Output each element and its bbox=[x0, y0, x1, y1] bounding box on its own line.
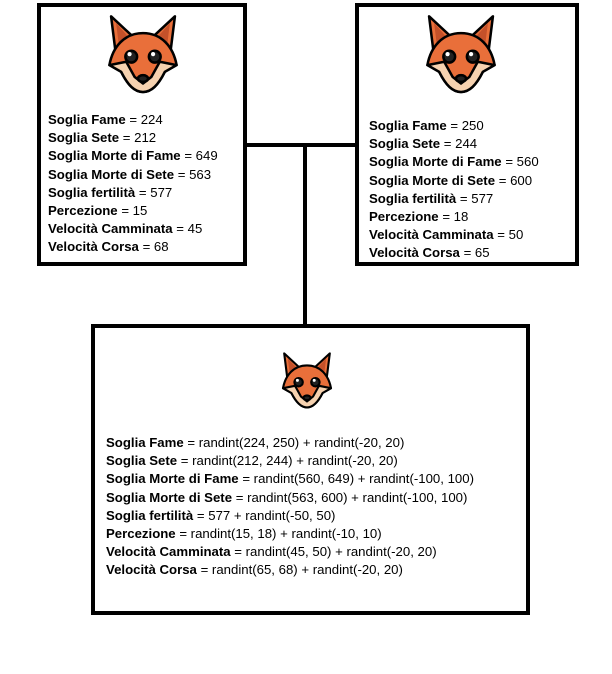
stat-row-percezione: Percezione = 15 bbox=[48, 203, 148, 219]
stat-row-fertilita: Soglia fertilità = 577 + randint(-50, 50… bbox=[106, 507, 336, 523]
connector-horizontal bbox=[247, 143, 355, 147]
stat-row-morte-fame: Soglia Morte di Fame = 649 bbox=[48, 148, 218, 164]
stat-row-morte-sete: Soglia Morte di Sete = randint(563, 600)… bbox=[106, 489, 468, 505]
stat-row-morte-fame: Soglia Morte di Fame = 560 bbox=[369, 154, 539, 170]
stat-row-soglia-sete: Soglia Sete = 212 bbox=[48, 130, 157, 146]
parent-right-card: Soglia Fame = 250 Soglia Sete = 244 Sogl… bbox=[355, 3, 579, 266]
stat-row-soglia-fame: Soglia Fame = 250 bbox=[369, 118, 484, 133]
stats-list: Soglia Fame = 224 Soglia Sete = 212 Sogl… bbox=[48, 111, 218, 257]
stats-list: Soglia Fame = randint(224, 250) + randin… bbox=[106, 434, 474, 580]
stat-row-velocita-corsa: Velocità Corsa = randint(65, 68) + randi… bbox=[106, 562, 403, 578]
stat-row-fertilita: Soglia fertilità = 577 bbox=[48, 184, 173, 200]
stat-row-morte-fame: Soglia Morte di Fame = randint(560, 649)… bbox=[106, 471, 474, 487]
parent-left-card: Soglia Fame = 224 Soglia Sete = 212 Sogl… bbox=[37, 3, 247, 266]
stat-row-percezione: Percezione = 18 bbox=[369, 209, 469, 225]
child-card: Soglia Fame = randint(224, 250) + randin… bbox=[91, 324, 530, 615]
stat-row-velocita-camminata: Velocità Camminata = 50 bbox=[369, 227, 524, 243]
stat-row-soglia-fame: Soglia Fame = 224 bbox=[48, 112, 163, 127]
stat-row-percezione: Percezione = randint(15, 18) + randint(-… bbox=[106, 526, 382, 542]
fox-face-icon bbox=[281, 352, 333, 409]
stat-row-fertilita: Soglia fertilità = 577 bbox=[369, 190, 494, 206]
stat-row-soglia-sete: Soglia Sete = randint(212, 244) + randin… bbox=[106, 453, 398, 469]
stat-row-soglia-sete: Soglia Sete = 244 bbox=[369, 136, 478, 152]
stat-row-morte-sete: Soglia Morte di Sete = 563 bbox=[48, 166, 212, 182]
stats-list: Soglia Fame = 250 Soglia Sete = 244 Sogl… bbox=[369, 117, 539, 263]
fox-face-icon bbox=[426, 15, 496, 94]
stat-row-soglia-fame: Soglia Fame = randint(224, 250) + randin… bbox=[106, 435, 405, 450]
connector-vertical bbox=[303, 145, 307, 326]
stat-row-velocita-corsa: Velocità Corsa = 68 bbox=[48, 239, 169, 255]
fox-face-icon bbox=[108, 15, 178, 94]
stat-row-velocita-camminata: Velocità Camminata = 45 bbox=[48, 221, 203, 237]
stat-row-velocita-corsa: Velocità Corsa = 65 bbox=[369, 245, 490, 261]
stat-row-velocita-camminata: Velocità Camminata = randint(45, 50) + r… bbox=[106, 544, 437, 560]
stat-row-morte-sete: Soglia Morte di Sete = 600 bbox=[369, 172, 533, 188]
